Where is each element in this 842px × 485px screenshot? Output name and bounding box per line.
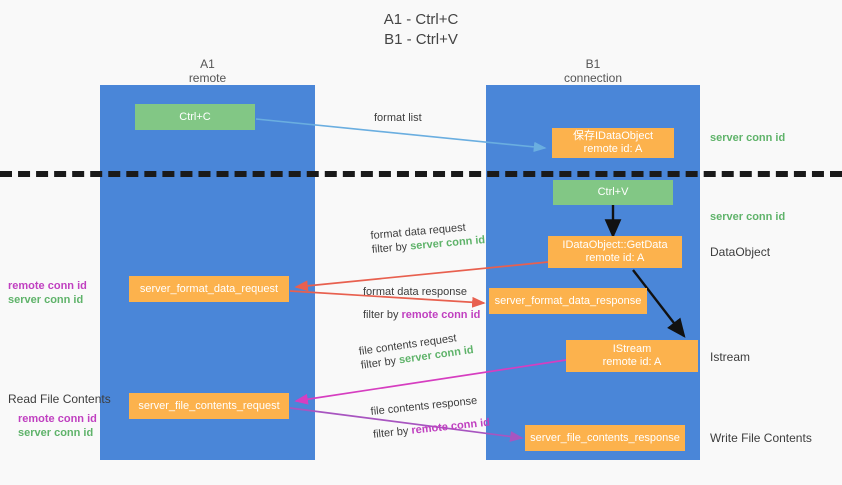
edge-label-file-contents-response-title: file contents response [370,394,478,418]
left-remote-conn-id-2: remote conn id [18,413,97,425]
left-label-read-file-contents: Read File Contents [8,392,111,406]
title-line-2: B1 - Ctrl+V [384,31,458,48]
node-istream-line2: remote id: A [602,356,662,368]
right-label-server-conn-id-second: server conn id [710,211,786,223]
node-getdata-line2: remote id: A [585,252,645,264]
node-server-format-data-request-label: server_format_data_request [139,282,279,295]
node-ctrl-v[interactable]: Ctrl+V [553,180,673,205]
left-server-conn-id-2: server conn id [18,427,94,439]
lane-a1-name: A1 [200,57,215,71]
edge-label-file-contents-response-filter: filter by remote conn id [372,416,491,441]
edge-label-format-data-response-filter: filter by remote conn id [363,309,481,321]
node-server-file-contents-response-label: server_file_contents_response [530,431,680,444]
right-label-write-file-contents: Write File Contents [710,431,812,445]
edge-label-format-list: format list [374,112,422,124]
phase-divider [0,171,842,177]
lane-header-b1: B1 connection [486,57,700,85]
filter-target-remote-conn-id-1: remote conn id [401,309,481,321]
node-server-file-contents-request-label: server_file_contents_request [138,399,280,412]
lane-a1-sub: remote [188,71,227,85]
node-save-idataobject-line2: remote id: A [583,143,643,155]
right-label-server-conn-id-top: server conn id [710,132,786,144]
node-istream-line1: IStream [612,343,652,355]
edge-label-format-data-response: format data response filter by remote co… [363,285,480,322]
edge-label-file-contents-request: file contents request filter by server c… [358,329,475,373]
right-label-dataobject: DataObject [710,245,771,259]
node-getdata[interactable]: IDataObject::GetData remote id: A [548,236,682,268]
left-remote-conn-id-1: remote conn id [8,280,87,292]
node-save-idataobject-line1: 保存IDataObject [572,130,654,142]
node-getdata-line1: IDataObject::GetData [562,239,668,251]
node-ctrl-c-label: Ctrl+C [179,110,211,123]
node-server-file-contents-response[interactable]: server_file_contents_response [525,425,685,451]
node-server-file-contents-request[interactable]: server_file_contents_request [129,393,289,419]
node-server-format-data-response[interactable]: server_format_data_response [489,288,647,314]
left-label-conn-ids-format: remote conn id server conn id [8,279,87,307]
node-ctrl-v-label: Ctrl+V [597,186,629,198]
node-save-idataobject[interactable]: 保存IDataObject remote id: A [552,128,674,158]
title-line-1: A1 - Ctrl+C [383,11,459,28]
page-title: A1 - Ctrl+C B1 - Ctrl+V [0,10,842,50]
left-server-conn-id-1: server conn id [8,294,84,306]
node-server-format-data-request[interactable]: server_format_data_request [129,276,289,302]
lane-b1-name: B1 [585,57,601,71]
node-ctrl-c[interactable]: Ctrl+C [135,104,255,130]
node-server-format-data-response-label: server_format_data_response [494,294,642,307]
edge-label-format-data-request: format data request filter by server con… [370,219,486,257]
lane-header-a1: A1 remote [100,57,315,85]
right-label-istream: Istream [710,350,751,364]
node-istream[interactable]: IStream remote id: A [566,340,698,372]
filter-target-remote-conn-id-2: remote conn id [410,416,491,437]
lane-b1-sub: connection [563,71,623,85]
left-label-conn-ids-file: remote conn id server conn id [18,412,97,440]
edge-label-format-data-response-title: format data response [363,286,467,298]
edge-label-file-contents-response: file contents response filter by remote … [370,393,491,442]
